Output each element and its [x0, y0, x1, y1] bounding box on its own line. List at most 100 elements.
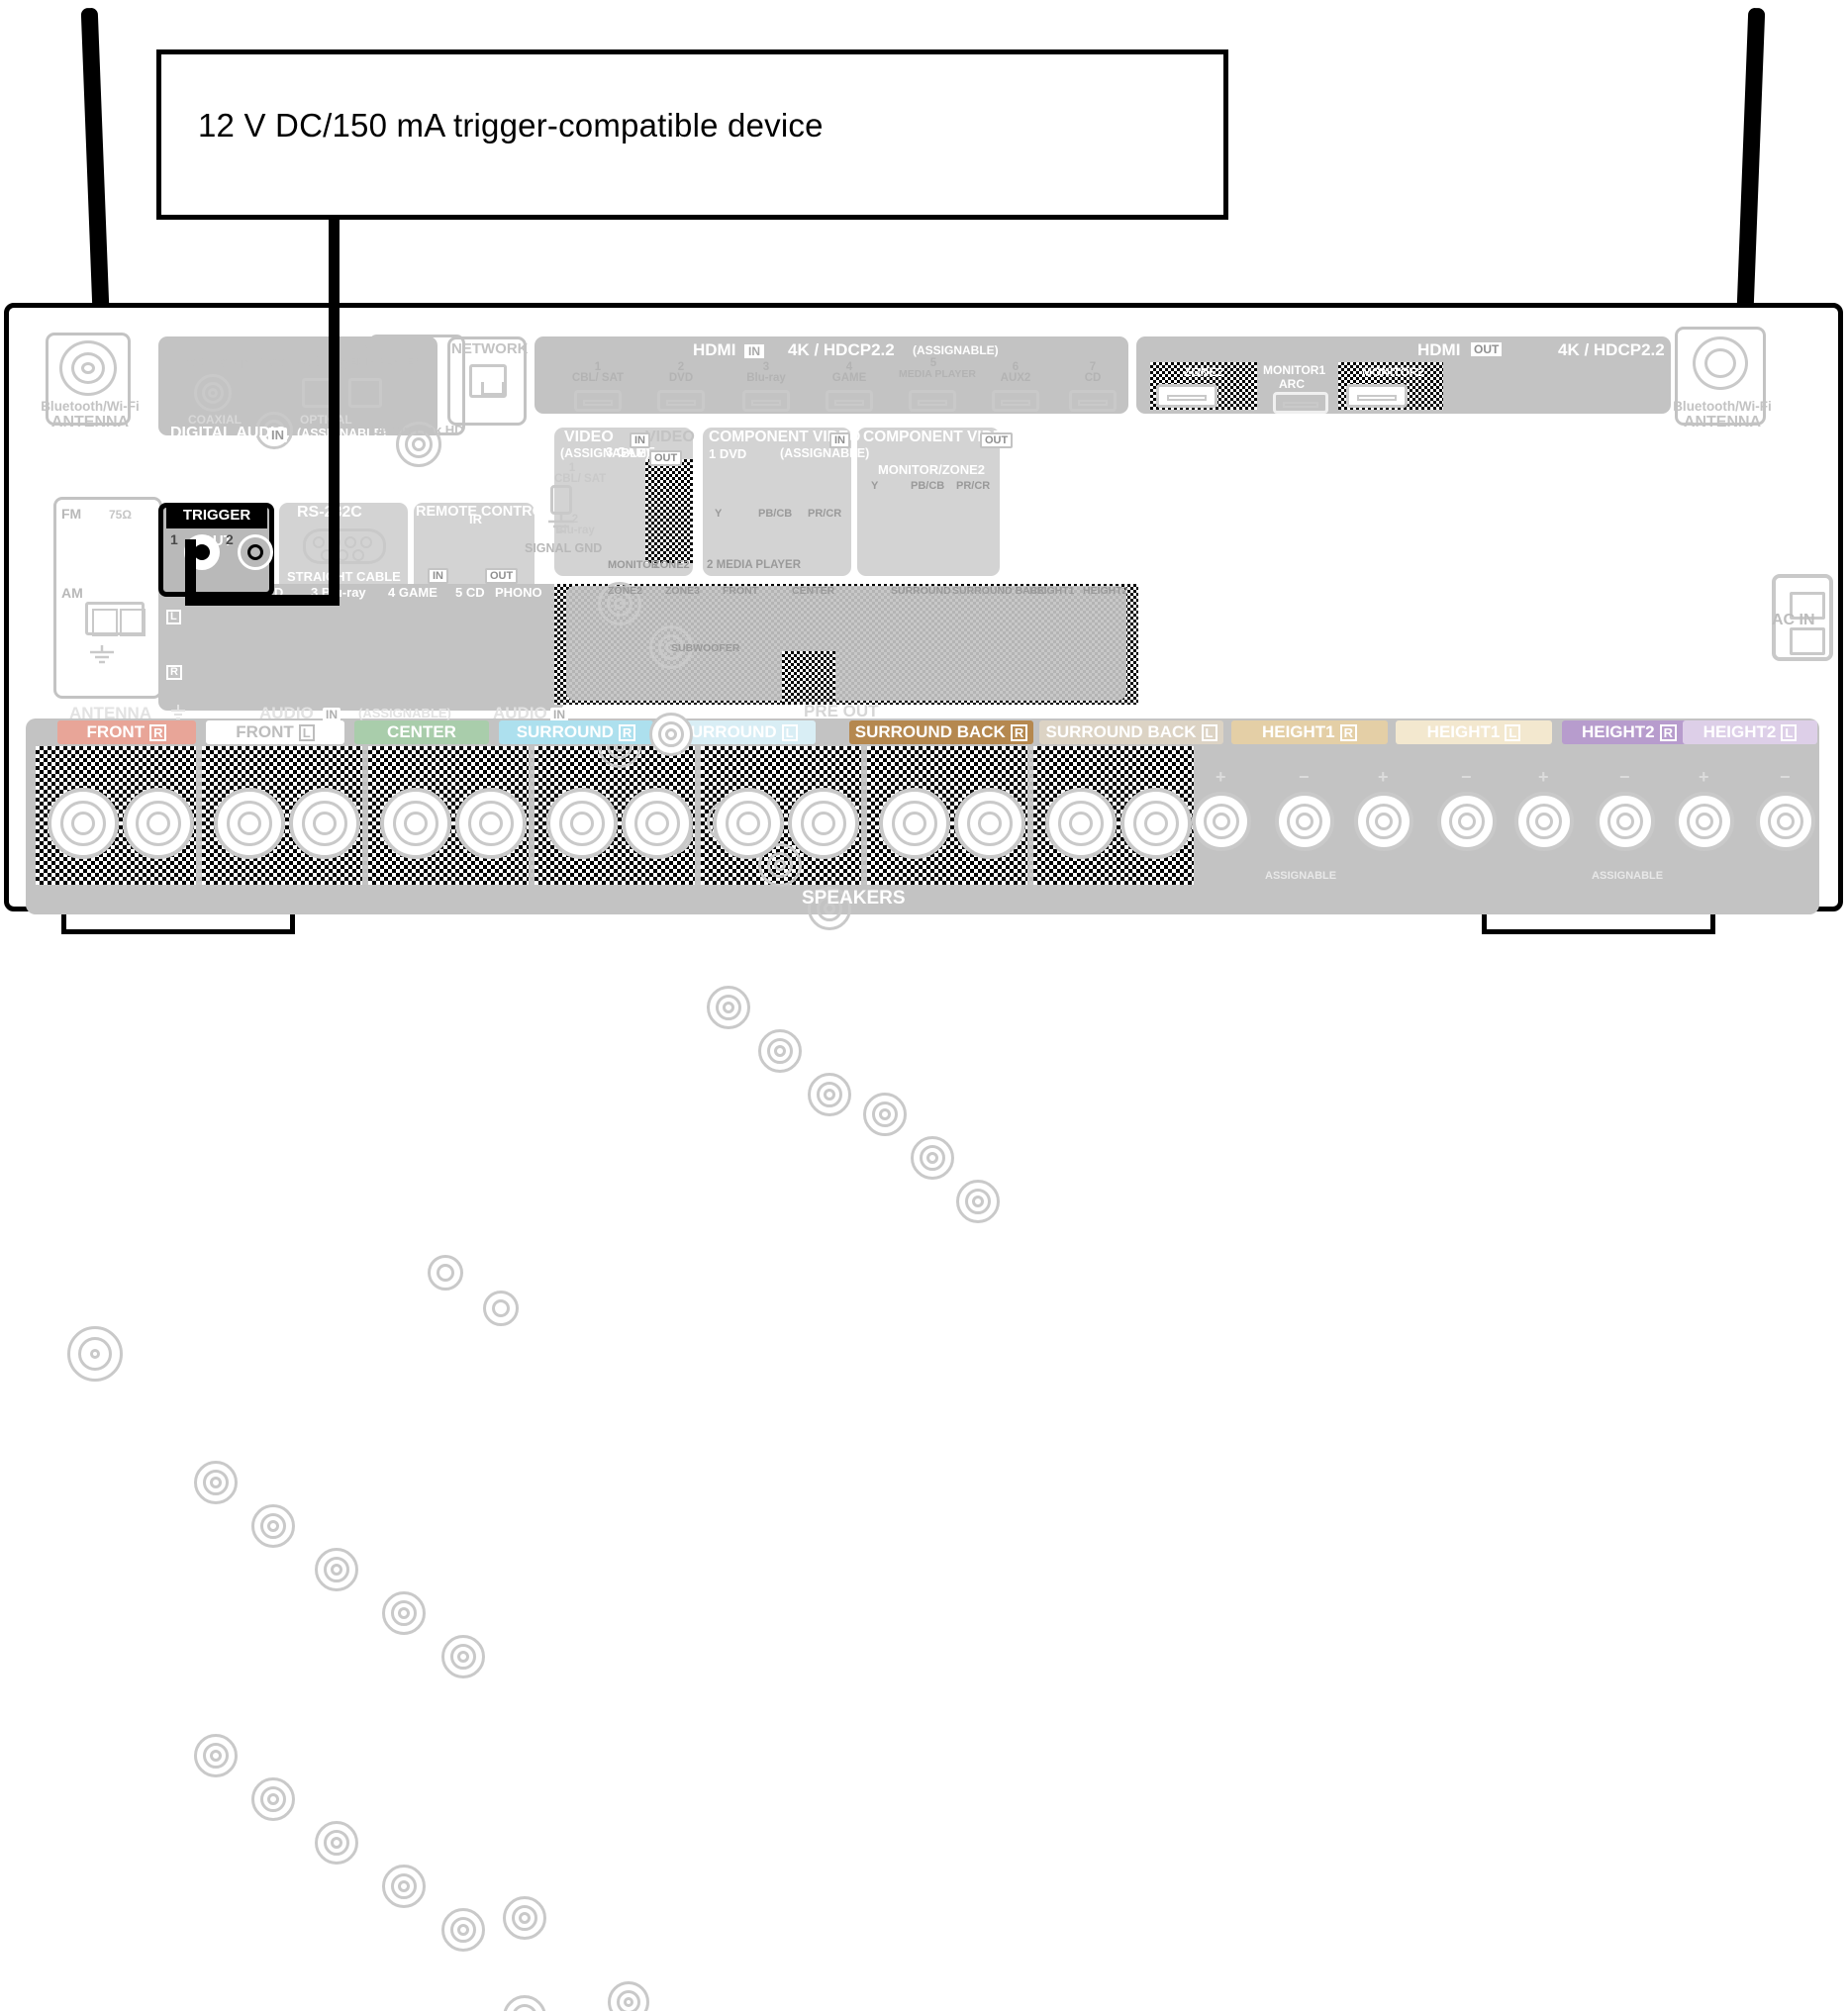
component-video-in-1-pb[interactable]	[758, 843, 802, 887]
phono-jack-l[interactable]	[503, 1896, 546, 1940]
speaker-post-sback-l-plus[interactable]	[1045, 788, 1117, 859]
hdmi-in-port-4[interactable]	[826, 390, 873, 412]
remote-ir-label: IR	[469, 512, 482, 527]
speaker-label-front-l-name: FRONT	[236, 722, 294, 741]
antenna-connector-left[interactable]	[59, 340, 117, 396]
audio-in-3-r[interactable]	[315, 1821, 358, 1865]
audio-in-port-3-num: 3	[311, 585, 319, 600]
audio-in-3-l[interactable]	[315, 1548, 358, 1591]
audio-in-section-label: AUDIO	[259, 704, 314, 722]
fm-antenna-jack[interactable]	[67, 1326, 123, 1382]
audio-in-2-l[interactable]	[251, 1504, 295, 1548]
callout-text: 12 V DC/150 mA trigger-compatible device	[198, 107, 824, 144]
speaker-label-height1-l: HEIGHT1 L	[1396, 720, 1552, 744]
audio-in-port-4-name: GAME	[398, 585, 438, 600]
speaker-post-sback-r-minus[interactable]	[954, 788, 1025, 859]
digital-audio-port-2-num: 2	[245, 355, 253, 371]
antenna-connector-right[interactable]	[1693, 336, 1748, 390]
video-in-jack-3[interactable]	[649, 625, 693, 669]
speaker-post-height1-l-minus[interactable]	[1437, 792, 1497, 851]
trigger-out-jack-2[interactable]	[238, 534, 273, 570]
component-video-out-y[interactable]	[863, 1093, 907, 1136]
ac-in-inlet[interactable]	[1772, 574, 1833, 661]
speaker-post-front-l-plus[interactable]	[214, 788, 285, 859]
component-video-out-pb[interactable]	[911, 1136, 954, 1180]
signal-gnd-terminal[interactable]	[550, 485, 572, 515]
audio-in-port-5-name: CD	[465, 585, 485, 600]
speaker-post-height2-r-minus[interactable]	[1596, 792, 1655, 851]
speaker-post-height2-r-plus[interactable]	[1514, 792, 1574, 851]
video-out-monitor-jack[interactable]	[649, 713, 693, 756]
component-video-in-label: COMPONENT VIDEO	[709, 429, 861, 445]
component-video-in-2-pb[interactable]	[758, 1029, 802, 1073]
speaker-post-surround-l-plus[interactable]	[713, 788, 784, 859]
hdmi-out-zone2-port[interactable]	[1156, 384, 1217, 408]
digital-audio-port-4-name: MEDIA PLAYER	[340, 356, 422, 368]
hdmi-in-port-3[interactable]	[742, 390, 790, 412]
fm-impedance-label: 75Ω	[109, 508, 132, 522]
speaker-post-surround-r-minus[interactable]	[622, 788, 693, 859]
component-video-out-signal-pr: PR/CR	[956, 480, 991, 492]
component-video-out-label: COMPONENT VIDEO	[863, 429, 1016, 445]
speaker-label-sback-l-ch: L	[1201, 723, 1217, 741]
audio-in-2-r[interactable]	[251, 1777, 295, 1821]
hdmi-in-port-7[interactable]	[1069, 390, 1117, 412]
speaker-post-sback-r-plus[interactable]	[879, 788, 950, 859]
component-video-in-1-pr[interactable]	[808, 887, 851, 930]
audio-in-1-l[interactable]	[194, 1461, 238, 1504]
denon-link-jack[interactable]	[396, 422, 441, 467]
component-video-in-tag-text: IN	[829, 432, 850, 448]
hdmi-in-port-6[interactable]	[992, 390, 1039, 412]
am-antenna-terminal[interactable]	[85, 602, 146, 636]
audio-in-5-l[interactable]	[441, 1635, 485, 1678]
hdmi-in-port-1[interactable]	[574, 390, 622, 412]
remote-ir-in-jack[interactable]	[428, 1255, 463, 1291]
optical-jack-2[interactable]	[348, 378, 382, 408]
audio-in-4-l[interactable]	[382, 1591, 426, 1635]
speaker-post-center-minus[interactable]	[455, 788, 527, 859]
hdmi-in-port-5[interactable]	[909, 390, 956, 412]
hdmi-in-port-7-name: CD	[1084, 372, 1102, 384]
video-out-label: VIDEO	[645, 429, 695, 445]
component-video-in-2-y[interactable]	[707, 986, 750, 1029]
speakers-assignable-label-1: ASSIGNABLE	[1265, 870, 1337, 882]
speaker-post-sback-l-minus[interactable]	[1120, 788, 1192, 859]
phono-jack-r[interactable]	[503, 1995, 546, 2011]
component-video-in-port-2-name: MEDIA PLAYER	[716, 559, 802, 571]
audio-in-4-r[interactable]	[382, 1865, 426, 1908]
speaker-post-front-r-minus[interactable]	[123, 788, 194, 859]
pre-out-center-label: CENTER	[792, 585, 835, 597]
polarity-minus-height2-r: −	[1619, 767, 1630, 787]
hdmi-in-port-2[interactable]	[657, 390, 705, 412]
pre-out-jack-zone2-a[interactable]	[608, 1981, 649, 2011]
component-video-out-pr[interactable]	[956, 1180, 1000, 1223]
component-video-in-2-pr[interactable]	[808, 1073, 851, 1116]
pre-out-zone3-label: ZONE3	[665, 585, 701, 597]
speaker-post-height2-l-plus[interactable]	[1675, 792, 1734, 851]
network-label: NETWORK	[451, 340, 529, 357]
speaker-post-height1-r-plus[interactable]	[1192, 792, 1251, 851]
speaker-post-height1-l-plus[interactable]	[1354, 792, 1413, 851]
speaker-label-surround-back-r: SURROUND BACK R	[849, 720, 1033, 744]
speaker-post-surround-r-plus[interactable]	[546, 788, 618, 859]
remote-ir-out-jack[interactable]	[483, 1291, 519, 1326]
rs232c-connector[interactable]	[303, 528, 386, 564]
rs232c-block	[279, 503, 408, 594]
antenna-label-right-line1: Bluetooth/Wi-Fi	[1673, 399, 1772, 414]
speaker-post-surround-l-minus[interactable]	[788, 788, 859, 859]
audio-in-5-r[interactable]	[441, 1908, 485, 1952]
speaker-post-height1-r-minus[interactable]	[1275, 792, 1334, 851]
speaker-post-height2-l-minus[interactable]	[1756, 792, 1815, 851]
speaker-post-front-r-plus[interactable]	[48, 788, 119, 859]
audio-in-1-r[interactable]	[194, 1734, 238, 1777]
hdmi-out-monitor1-port[interactable]	[1273, 392, 1328, 414]
network-rj45-jack[interactable]	[469, 364, 507, 398]
speaker-post-center-plus[interactable]	[380, 788, 451, 859]
video-in-jack-1[interactable]	[598, 582, 641, 625]
speaker-post-front-l-minus[interactable]	[289, 788, 360, 859]
coaxial-jack-1[interactable]	[194, 374, 232, 412]
antenna-section-ground-icon	[168, 705, 188, 720]
hdmi-out-monitor2-port[interactable]	[1346, 384, 1408, 408]
audio-in-section-assignable: (ASSIGNABLE)	[358, 706, 451, 720]
component-video-in-signal-pb: PB/CB	[758, 508, 793, 520]
